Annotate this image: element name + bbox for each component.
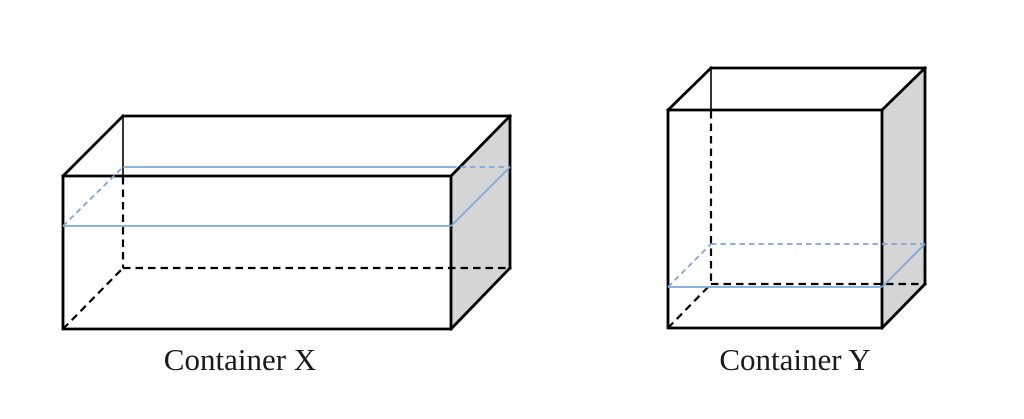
container-x-right-side-face	[451, 116, 510, 329]
container-x-waterline-right-edge	[450, 166, 511, 227]
container-x-top-right-edge	[449, 114, 512, 178]
container-y-waterline-right-edge	[881, 243, 926, 288]
container-y-water-surface	[667, 243, 926, 288]
container-y: Container Y	[666, 66, 927, 377]
container-y-black-edges	[666, 66, 927, 330]
container-y-bottom-right-edge	[880, 282, 927, 330]
container-y-front-face-outline	[666, 108, 884, 330]
container-y-waterline-left-hidden-edge	[667, 243, 712, 288]
container-x-bottom-right-edge	[449, 266, 512, 331]
container-x-front-face-outline	[61, 174, 453, 331]
container-x-waterline-left-hidden-edge	[62, 166, 124, 227]
container-x-label: Container X	[164, 342, 316, 377]
container-y-label: Container Y	[719, 342, 870, 377]
container-y-right-side-face	[882, 68, 925, 328]
container-y-bottom-left-hidden-edge	[667, 283, 712, 329]
container-y-top-right-edge	[880, 66, 927, 112]
container-y-top-left-edge	[666, 66, 713, 112]
container-x: Container X	[61, 114, 512, 377]
container-x-top-left-edge	[61, 114, 125, 178]
container-x-black-edges	[61, 114, 512, 331]
container-x-water-surface	[62, 166, 511, 227]
container-x-bottom-left-hidden-edge	[62, 267, 124, 330]
